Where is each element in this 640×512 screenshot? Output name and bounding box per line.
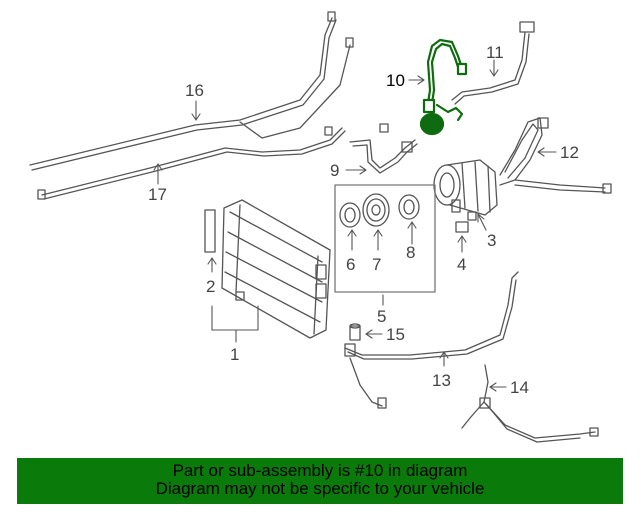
banner-line-2: Diagram may not be specific to your vehi…	[155, 479, 485, 498]
banner-line-1: Part or sub-assembly is #10 in diagram	[172, 461, 468, 480]
callout-7: 7	[372, 255, 381, 274]
callout-2: 2	[206, 277, 215, 296]
callout-1: 1	[230, 345, 239, 364]
callout-3: 3	[487, 231, 496, 250]
part-6-washer	[339, 202, 361, 228]
callout-5: 5	[377, 307, 386, 326]
part-15-plug	[349, 323, 361, 341]
part-4-plate	[455, 221, 469, 233]
callout-14: 14	[510, 378, 529, 397]
part-10-hose-highlighted	[419, 38, 468, 136]
part-7-clutch	[362, 193, 390, 227]
callout-15: 15	[386, 325, 405, 344]
callout-13: 13	[432, 371, 451, 390]
parts-diagram: 1 2 3 4 5 6 7 8 9 10 11 12 13 14 15 16 1…	[29, 11, 612, 443]
callout-4: 4	[457, 255, 466, 274]
part-17-line	[37, 126, 346, 200]
part-11-hose	[451, 21, 535, 105]
callouts: 1 2 3 4 5 6 7 8 9 10 11 12 13 14 15 16 1…	[148, 43, 579, 397]
callout-9: 9	[330, 161, 339, 180]
part-5-box	[334, 184, 436, 293]
callout-12: 12	[560, 143, 579, 162]
part-8-pulley	[398, 194, 420, 220]
part-13-hose	[344, 271, 519, 409]
callout-17: 17	[148, 185, 167, 204]
part-1-condenser	[204, 199, 331, 339]
callout-6: 6	[346, 255, 355, 274]
part-3-compressor	[433, 159, 498, 221]
part-12-hose	[499, 117, 612, 194]
callout-16: 16	[185, 81, 204, 100]
info-banner: Part or sub-assembly is #10 in diagram D…	[17, 458, 623, 504]
part-14-hose	[461, 364, 599, 443]
part-9-hose	[349, 123, 418, 174]
leader-lines	[153, 59, 557, 392]
callout-10: 10	[386, 71, 405, 90]
part-16-hose	[29, 11, 354, 171]
callout-8: 8	[406, 243, 415, 262]
callout-11: 11	[486, 43, 504, 62]
